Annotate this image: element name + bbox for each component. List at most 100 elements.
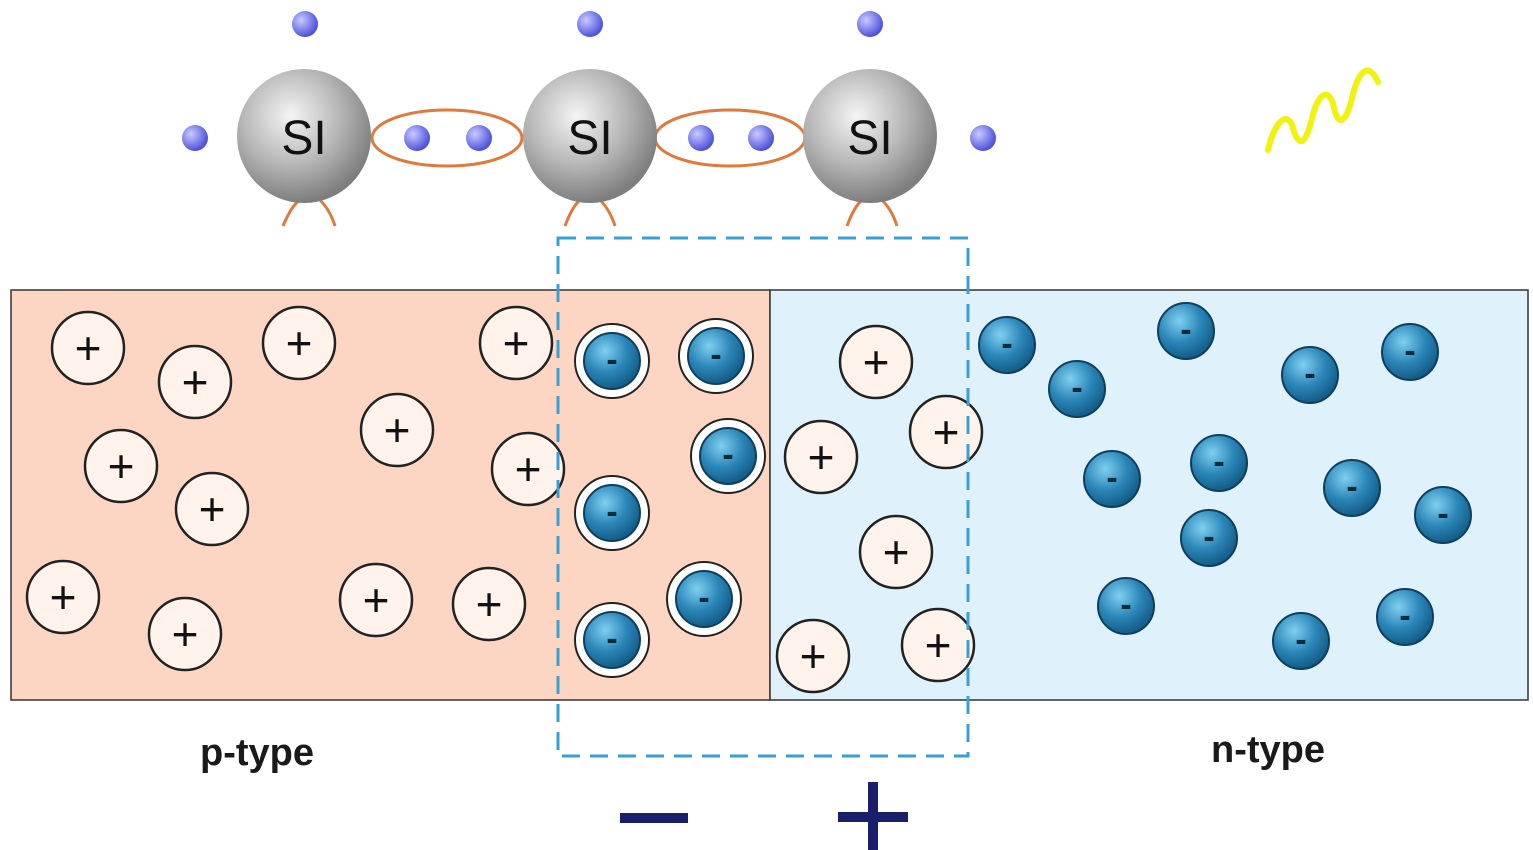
svg-text:+: + xyxy=(182,356,209,408)
silicon-lattice: SI SI SI xyxy=(182,11,996,227)
atom-label: SI xyxy=(847,112,892,165)
svg-text:-: - xyxy=(698,579,709,617)
svg-text:-: - xyxy=(606,341,617,379)
hole-icon: + xyxy=(451,566,527,642)
hole-icon: + xyxy=(858,514,934,590)
negative-pole-symbol xyxy=(620,813,688,823)
electron-icon: - xyxy=(1281,346,1339,404)
svg-text:+: + xyxy=(933,406,960,458)
hole-icon: + xyxy=(50,310,126,386)
hole-icon: + xyxy=(478,305,554,381)
valence-electron xyxy=(970,125,996,151)
valence-electron xyxy=(466,125,492,151)
hole-icon: + xyxy=(359,392,435,468)
svg-text:+: + xyxy=(800,630,827,682)
svg-text:+: + xyxy=(515,443,542,495)
hole-icon: + xyxy=(147,596,223,672)
bound-electron-icon: - xyxy=(666,561,742,637)
charge-carriers: + + + + + + + + + + + + + + + + + + - - - - - - - - - - - - - - - - - - - xyxy=(25,302,1472,694)
svg-text:-: - xyxy=(606,493,617,531)
hole-icon: + xyxy=(157,344,233,420)
svg-text:+: + xyxy=(199,483,226,535)
svg-text:-: - xyxy=(1071,369,1082,407)
electron-icon: - xyxy=(1190,434,1248,492)
electron-icon: - xyxy=(1381,323,1439,381)
svg-text:-: - xyxy=(710,336,721,374)
svg-text:-: - xyxy=(1106,459,1117,497)
depletion-region-boundary xyxy=(556,236,970,758)
svg-text:+: + xyxy=(50,571,77,623)
hole-icon: + xyxy=(83,428,159,504)
silicon-atom: SI xyxy=(237,69,371,203)
svg-text:+: + xyxy=(384,404,411,456)
electron-icon: - xyxy=(1414,486,1472,544)
svg-text:-: - xyxy=(1304,355,1315,393)
svg-text:+: + xyxy=(808,431,835,483)
hole-icon: + xyxy=(490,431,566,507)
covalent-bond xyxy=(653,108,807,168)
hole-icon: + xyxy=(25,559,101,635)
valence-electron xyxy=(404,125,430,151)
svg-text:-: - xyxy=(1404,332,1415,370)
electron-icon: - xyxy=(1048,360,1106,418)
svg-text:+: + xyxy=(925,619,952,671)
svg-text:-: - xyxy=(1295,621,1306,659)
svg-text:-: - xyxy=(1001,325,1012,363)
svg-text:+: + xyxy=(75,322,102,374)
bound-electron-icon: - xyxy=(574,602,650,678)
electron-icon: - xyxy=(1157,302,1215,360)
covalent-bond xyxy=(370,108,524,168)
svg-text:+: + xyxy=(883,526,910,578)
bound-electron-icon: - xyxy=(678,318,754,394)
hole-icon: + xyxy=(775,618,851,694)
p-type-label: p-type xyxy=(200,732,314,774)
hole-icon: + xyxy=(900,607,976,683)
hole-icon: + xyxy=(908,394,984,470)
photon-wave-icon xyxy=(1265,67,1381,153)
svg-text:-: - xyxy=(1203,518,1214,556)
electron-icon: - xyxy=(1323,459,1381,517)
atom-label: SI xyxy=(281,112,326,165)
valence-electron xyxy=(182,125,208,151)
svg-text:-: - xyxy=(1399,597,1410,635)
svg-text:-: - xyxy=(722,436,733,474)
svg-text:+: + xyxy=(863,336,890,388)
valence-electron xyxy=(292,11,318,37)
hole-icon: + xyxy=(174,471,250,547)
valence-electron xyxy=(748,125,774,151)
atom-label: SI xyxy=(567,112,612,165)
bound-electron-icon: - xyxy=(574,475,650,551)
svg-text:+: + xyxy=(503,317,530,369)
n-type-label: n-type xyxy=(1211,729,1325,771)
svg-text:-: - xyxy=(1213,443,1224,481)
valence-electron xyxy=(857,11,883,37)
svg-text:+: + xyxy=(286,317,313,369)
svg-text:+: + xyxy=(363,574,390,626)
svg-text:+: + xyxy=(108,440,135,492)
svg-text:-: - xyxy=(1437,495,1448,533)
hole-icon: + xyxy=(338,562,414,638)
hole-icon: + xyxy=(261,305,337,381)
valence-electron xyxy=(577,11,603,37)
svg-text:-: - xyxy=(606,620,617,658)
electron-icon: - xyxy=(978,316,1036,374)
valence-electron xyxy=(688,125,714,151)
hole-icon: + xyxy=(783,419,859,495)
electron-icon: - xyxy=(1272,612,1330,670)
electron-icon: - xyxy=(1180,509,1238,567)
silicon-atom: SI xyxy=(523,69,657,203)
svg-text:-: - xyxy=(1346,468,1357,506)
silicon-atom: SI xyxy=(803,69,937,203)
electron-icon: - xyxy=(1376,588,1434,646)
electron-icon: - xyxy=(1083,450,1141,508)
electron-icon: - xyxy=(1097,577,1155,635)
svg-text:+: + xyxy=(172,608,199,660)
positive-pole-symbol xyxy=(838,782,908,850)
svg-text:-: - xyxy=(1120,586,1131,624)
bound-electron-icon: - xyxy=(690,418,766,494)
svg-text:+: + xyxy=(476,578,503,630)
svg-text:-: - xyxy=(1180,311,1191,349)
hole-icon: + xyxy=(838,324,914,400)
bound-electron-icon: - xyxy=(574,323,650,399)
